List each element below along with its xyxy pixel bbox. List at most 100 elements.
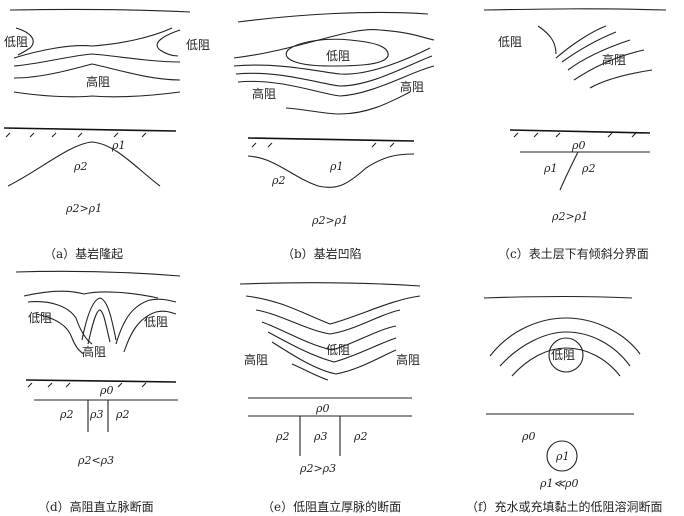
contour-line	[15, 27, 34, 56]
surface-hatch	[5, 132, 147, 138]
vein-boundary	[299, 416, 341, 456]
rho-label: ρ0	[315, 402, 329, 415]
label-high: 高阻	[252, 86, 276, 101]
contour-line	[233, 29, 435, 59]
rho-label: ρ2	[73, 160, 87, 173]
inclined-interface	[559, 151, 579, 191]
contour-line	[489, 317, 641, 357]
bedrock-boundary	[247, 153, 415, 188]
contour-line	[567, 39, 631, 71]
contour-line	[483, 295, 633, 299]
rho-label: ρ1	[111, 139, 125, 152]
contour-line	[555, 25, 607, 59]
label-high: 高阻	[86, 74, 110, 89]
rho-label: ρ2	[581, 162, 595, 175]
ground-line	[247, 137, 415, 142]
surface-hatch	[27, 382, 147, 388]
contour-line	[537, 25, 557, 55]
caption: （b）基岩凹陷	[282, 246, 362, 261]
contour-line	[13, 27, 173, 59]
rho-label: ρ0	[571, 139, 585, 152]
label-low: 低阻	[186, 38, 210, 52]
contour-line	[237, 11, 429, 23]
contour-line	[27, 301, 93, 345]
ground-line	[25, 379, 177, 383]
resistivity-relation: ρ1≪ρ0	[539, 477, 578, 490]
contour-line	[81, 297, 117, 341]
contour-line	[511, 347, 621, 377]
contour-line	[13, 63, 181, 81]
surface-hatch	[513, 132, 637, 138]
vein-boundary	[87, 400, 109, 432]
caption: （a）基岩隆起	[44, 246, 123, 261]
caption: （e）低阻直立厚脉的断面	[262, 499, 401, 514]
label-low: 低阻	[498, 35, 522, 49]
contour-line	[15, 270, 181, 277]
rho-label: ρ2	[59, 408, 73, 421]
contour-line	[261, 321, 397, 351]
contour-line	[35, 313, 85, 355]
label-high: 高阻	[602, 52, 626, 67]
contour-line	[156, 29, 181, 57]
contour-line	[13, 91, 181, 98]
caption: （f）充水或充填黏土的低阻溶洞断面	[466, 499, 662, 514]
caption: （d）高阻直立脉断面	[38, 499, 154, 514]
contour-line	[13, 53, 181, 67]
contour-line	[23, 290, 159, 299]
rho-label: ρ0	[99, 384, 113, 397]
low-zone-contour	[285, 38, 389, 67]
contour-line	[291, 363, 329, 381]
panel-a: 低阻 低阻 高阻 ρ1 ρ2 ρ2>ρ1 （a）基岩隆起	[3, 8, 210, 261]
cave-contour	[548, 337, 584, 373]
panel-f: 低阻 ρ0 ρ1 ρ1≪ρ0 （f）充水或充填黏土的低阻溶洞断面	[466, 295, 662, 514]
contour-line	[285, 91, 411, 115]
contour-line	[271, 341, 397, 375]
contour-line	[573, 49, 645, 81]
bedrock-boundary	[7, 141, 161, 187]
label-low: 低阻	[28, 311, 52, 325]
contour-line	[9, 8, 191, 13]
rho-label: ρ2	[115, 408, 129, 421]
label-high: 高阻	[400, 79, 424, 94]
contour-line	[499, 331, 631, 367]
rho-label: ρ2	[271, 174, 285, 187]
contour-line	[561, 31, 617, 63]
rho-label: ρ3	[89, 408, 103, 421]
caption: （c）表土层下有倾斜分界面	[498, 247, 649, 261]
panel-e: 低阻 高阻 高阻 ρ0 ρ2 ρ3 ρ2 ρ2>ρ3 （e）低阻直立厚脉的断面	[239, 282, 421, 514]
resistivity-relation: ρ2>ρ1	[551, 210, 588, 223]
rho-label: ρ2	[275, 430, 289, 443]
resistivity-relation: ρ2>ρ3	[299, 462, 336, 475]
panel-c: 低阻 高阻 ρ0 ρ1 ρ2 ρ2>ρ1 （c）表土层下有倾斜分界面	[483, 8, 667, 261]
panel-d: 低阻 低阻 高阻 ρ0 ρ2 ρ3 ρ2 ρ2<ρ3 （d）高阻直立脉断面	[15, 270, 181, 514]
resistivity-relation: ρ2<ρ3	[77, 454, 114, 467]
contour-line	[239, 282, 421, 287]
label-high: 高阻	[244, 352, 268, 367]
cave-section	[546, 440, 578, 472]
surface-hatch	[251, 142, 395, 148]
contour-line	[123, 310, 177, 353]
label-low: 低阻	[144, 315, 168, 329]
label-low: 低阻	[4, 35, 28, 49]
label-low: 低阻	[551, 348, 575, 362]
contour-line	[115, 298, 177, 345]
label-low: 低阻	[326, 49, 350, 63]
rho-label: ρ1	[329, 160, 343, 173]
ground-line	[3, 127, 177, 132]
contour-line	[589, 69, 653, 89]
contour-line	[237, 65, 435, 97]
contour-line	[87, 309, 111, 345]
ground-line	[509, 129, 651, 134]
label-high: 高阻	[82, 344, 106, 359]
contour-line	[233, 47, 431, 75]
rho-label: ρ2	[353, 430, 367, 443]
rho-label: ρ3	[313, 430, 327, 443]
rho-label: ρ1	[555, 450, 569, 463]
contour-line	[483, 8, 667, 11]
label-high: 高阻	[396, 352, 420, 367]
contour-line	[255, 309, 401, 335]
label-low: 低阻	[326, 343, 350, 357]
contour-line	[267, 331, 397, 363]
resistivity-relation: ρ2>ρ1	[311, 214, 348, 227]
